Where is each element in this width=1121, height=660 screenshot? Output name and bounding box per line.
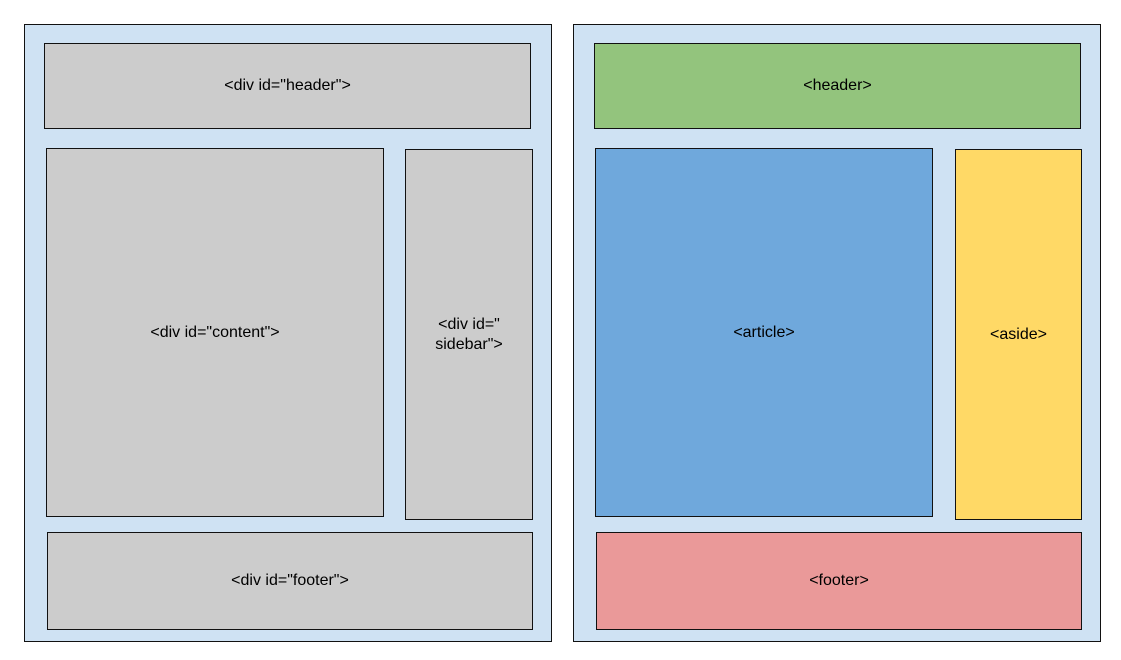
div-content-block: <div id="content">: [46, 148, 384, 517]
div-footer-block: <div id="footer">: [47, 532, 533, 630]
semantic-footer-block: <footer>: [596, 532, 1082, 630]
semantic-header-block: <header>: [594, 43, 1081, 129]
div-header-block: <div id="header">: [44, 43, 531, 129]
semantic-article-block: <article>: [595, 148, 933, 517]
div-sidebar-block: <div id=" sidebar">: [405, 149, 533, 520]
semantic-aside-block: <aside>: [955, 149, 1082, 520]
